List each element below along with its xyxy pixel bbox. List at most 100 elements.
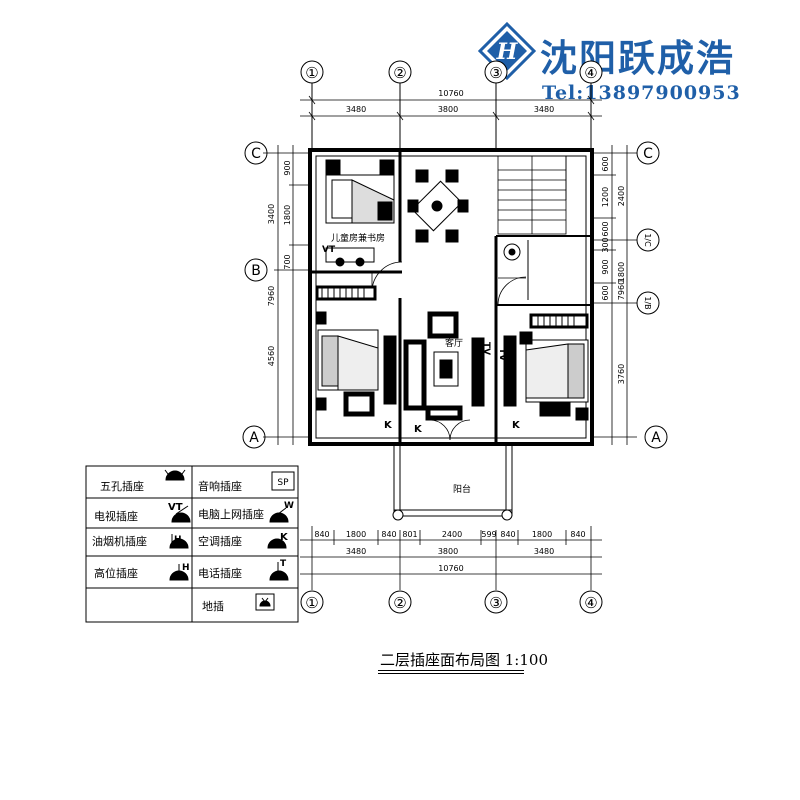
right-dimensions (590, 145, 637, 445)
speaker-socket-icon: SP (271, 471, 295, 491)
grid-label-row-c-left: C (251, 146, 261, 162)
grid-column-bubbles-bottom (300, 590, 603, 614)
five-hole-socket-icon (164, 469, 186, 481)
grid-label-col-1-top: ① (305, 64, 318, 82)
grid-label-col-4-top: ④ (584, 64, 597, 82)
grid-column-bubbles-top (300, 60, 603, 150)
phone-socket-icon (269, 562, 289, 581)
dining-table (407, 169, 469, 243)
grid-label-row-a-right: A (651, 430, 661, 446)
balcony-column-left (392, 509, 404, 521)
dim-right-fine-6: 600 (601, 285, 610, 300)
tv-mark-bedroom-left: TV (381, 348, 391, 361)
dim-bottom-fine-4: 801 (402, 530, 417, 539)
grid-label-row-1b: 1/B (643, 296, 652, 309)
dim-bottom-fine-5: 2400 (442, 530, 462, 539)
dim-top-seg-3: 3480 (534, 105, 554, 114)
legend-label-0: 五孔插座 (100, 479, 144, 493)
dim-right-fine-1: 600 (601, 156, 610, 171)
room-label-living: 客厅 (445, 337, 463, 349)
legend-label-5: 空调插座 (198, 534, 242, 548)
k-mark-bedroom-right: K (512, 420, 521, 431)
dim-bottom-fine-7: 840 (500, 530, 515, 539)
dim-right-part-2: 1800 (617, 262, 626, 282)
left-dimensions (263, 145, 310, 445)
legend-label-1: 音响插座 (198, 479, 242, 493)
kids-room-bed (325, 159, 395, 224)
dim-bottom-seg-3: 3480 (534, 547, 554, 556)
balcony-outline (393, 444, 513, 517)
legend-code-phone: T (280, 559, 287, 569)
legend-label-6: 高位插座 (94, 566, 138, 580)
k-mark-living: K (414, 424, 423, 435)
dim-bottom-fine-3: 840 (381, 530, 396, 539)
grid-label-col-3-top: ③ (489, 64, 502, 82)
title-underline-1 (378, 670, 524, 671)
dim-bottom-seg-2: 3800 (438, 547, 458, 556)
dim-bottom-fine-9: 840 (570, 530, 585, 539)
network-socket-icon (269, 507, 289, 523)
brand-name: 沈阳跃成浩 (540, 36, 735, 80)
floor-socket-icon (255, 593, 275, 611)
vt-mark-kids-room: VT (322, 245, 336, 255)
grid-label-col-1-bottom: ① (305, 594, 318, 612)
grid-label-row-1c: 1/C (643, 233, 652, 247)
legend-label-9: 地插 (202, 599, 224, 613)
tv-socket-icon (171, 505, 191, 523)
ac-socket-icon (267, 538, 287, 549)
drawing-title: 二层插座面布局图 1:100 (380, 651, 548, 669)
legend-code-network: W (284, 501, 294, 511)
legend-code-ac: K (280, 532, 289, 543)
range-hood-socket-icon (169, 534, 189, 549)
high-socket-icon (169, 564, 189, 581)
grid-label-row-b-left: B (251, 263, 261, 279)
dim-left-part-2: 4560 (267, 346, 276, 366)
dim-left-fine-2: 1800 (283, 205, 292, 225)
dim-right-part-3: 3760 (617, 364, 626, 384)
bedroom-left-furniture (315, 285, 397, 417)
legend-code-speaker: SP (277, 478, 289, 488)
dim-right-fine-3: 600 (601, 221, 610, 236)
legend-label-7: 电话插座 (198, 566, 242, 580)
building-walls (308, 148, 594, 446)
bedroom-right-furniture (503, 243, 589, 421)
top-dimensions (300, 95, 602, 121)
kids-room-desk (325, 247, 375, 267)
svg-text:H: H (496, 39, 519, 65)
title-underline-2 (378, 673, 524, 674)
dim-left-fine-1: 900 (283, 160, 292, 175)
room-label-kids: 儿童房兼书房 (331, 232, 385, 244)
legend-code-range-hood: H (174, 535, 182, 545)
dim-left-total: 7960 (267, 286, 276, 306)
grid-label-col-3-bottom: ③ (489, 594, 502, 612)
staircase (497, 155, 567, 235)
dim-left-fine-3: 700 (283, 254, 292, 269)
dim-bottom-seg-1: 3480 (346, 547, 366, 556)
legend-table (85, 465, 299, 623)
living-room-furniture (403, 311, 485, 421)
dim-bottom-total: 10760 (438, 564, 463, 573)
legend-label-3: 电脑上网插座 (198, 507, 264, 521)
legend-label-4: 油烟机插座 (92, 534, 147, 548)
bottom-dimensions (300, 526, 602, 590)
dim-top-total: 10760 (438, 89, 463, 98)
grid-label-col-2-bottom: ② (393, 594, 406, 612)
legend-code-tv: VT (168, 502, 183, 513)
dim-bottom-fine-1: 840 (314, 530, 329, 539)
legend-code-high: H (182, 563, 190, 573)
k-mark-bedroom-left: K (384, 420, 393, 431)
grid-row-bubbles (242, 141, 668, 449)
dim-bottom-fine-8: 1800 (532, 530, 552, 539)
dim-right-fine-4: 300 (601, 237, 610, 252)
tv-mark-living: TV (481, 342, 491, 355)
dim-right-fine-2: 1200 (601, 187, 610, 207)
dim-top-seg-1: 3480 (346, 105, 366, 114)
dim-bottom-fine-6: 599 (481, 530, 496, 539)
grid-label-col-4-bottom: ④ (584, 594, 597, 612)
dim-right-part-1: 2400 (617, 186, 626, 206)
balcony-column-right (501, 509, 513, 521)
grid-label-col-2-top: ② (393, 64, 406, 82)
dim-top-seg-2: 3800 (438, 105, 458, 114)
room-label-balcony: 阳台 (453, 483, 471, 495)
